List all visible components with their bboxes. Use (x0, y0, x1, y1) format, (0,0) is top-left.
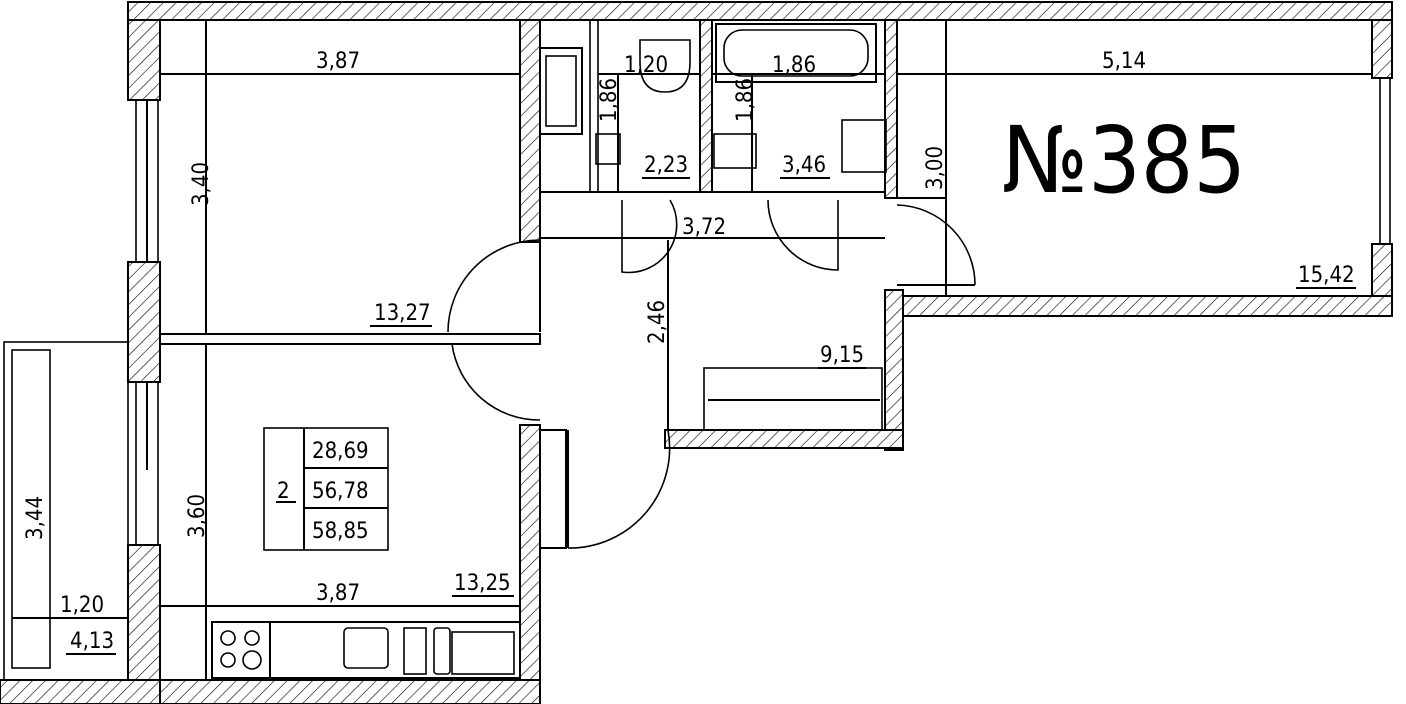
wc-sink-icon (595, 133, 621, 165)
area-living-room: 15,42 (1298, 263, 1355, 288)
kitchen-door-swing (451, 343, 541, 421)
living-door-swing (896, 204, 976, 286)
kitchen-fixtures (211, 621, 521, 679)
bedroom-door-swing (447, 239, 541, 333)
dim-bath-depth: 1,86 (733, 78, 758, 122)
hall-bottom-wall (664, 429, 904, 449)
bath-cabinet (841, 119, 887, 173)
area-kitchen: 13,25 (454, 571, 511, 596)
area-bedroom: 13,27 (374, 301, 431, 326)
dim-kitchen-width: 3,87 (316, 581, 360, 606)
doors (447, 199, 976, 549)
wardrobe (703, 367, 883, 431)
living-bottom-wall (884, 295, 1393, 317)
dim-living-width: 5,14 (1102, 49, 1146, 74)
dim-balcony-width: 1,20 (60, 593, 104, 618)
left-wall-mid (127, 261, 161, 383)
window-living (1379, 77, 1391, 245)
dim-kitchen-depth: 3,60 (185, 494, 210, 538)
kitchen-sink-icon (343, 627, 389, 669)
summary-living-area: 28,69 (312, 439, 369, 464)
wc-bath-partition (699, 19, 713, 193)
bedroom-kitchen-partition (159, 333, 541, 345)
walls (127, 1, 1393, 704)
bedroom-right-wall (519, 19, 541, 243)
entrance-stub (539, 429, 567, 549)
dim-hall-depth: 2,46 (645, 300, 670, 344)
area-balcony: 4,13 (70, 629, 114, 654)
stove-burner-icon (220, 630, 236, 646)
hall-right-wall (884, 289, 904, 451)
summary-total-with-balcony: 58,85 (312, 519, 369, 544)
labels: №385 3,87 3,40 1,20 1,86 1,86 1,86 5,14 … (23, 49, 1355, 654)
bathtub-icon (715, 23, 877, 83)
bath-sink-icon (713, 133, 757, 169)
summary-table-frame (263, 427, 389, 551)
dimension-lines (12, 20, 1372, 680)
kitchen-counter (211, 621, 521, 679)
kitchen-right-wall (519, 424, 541, 681)
area-hallway: 9,15 (820, 343, 864, 368)
balcony-slab (0, 679, 161, 704)
bath-living-partition (884, 19, 898, 199)
fridge-icon (451, 631, 515, 675)
balcony-rail (11, 349, 51, 669)
bottom-wall (127, 679, 541, 704)
hall-wardrobe (703, 367, 883, 431)
dim-wc-width: 1,20 (624, 53, 668, 78)
bath-door-swing (767, 199, 839, 271)
dishwasher-icon (403, 627, 427, 675)
summary-total-area: 56,78 (312, 479, 369, 504)
area-underlines (66, 177, 1356, 655)
balcony (0, 341, 161, 704)
apartment-number: №385 (1002, 107, 1246, 214)
left-wall-upper (127, 19, 161, 101)
top-wall (127, 1, 1393, 21)
washing-machine (539, 47, 583, 135)
summary-table (263, 427, 389, 551)
dim-wc-depth: 1,86 (597, 78, 622, 122)
dim-living-depth: 3,00 (923, 146, 948, 190)
entrance-door-swing (567, 429, 671, 549)
right-wall-upper (1371, 19, 1393, 79)
area-bathroom: 3,46 (782, 153, 826, 178)
fixtures (539, 19, 946, 199)
summary-rooms: 2 (277, 479, 290, 504)
dim-corridor-length: 3,72 (682, 215, 726, 240)
left-wall-lower (127, 544, 161, 681)
dim-bedroom-width: 3,87 (316, 49, 360, 74)
dim-bedroom-depth: 3,40 (189, 162, 214, 206)
dim-bath-width: 1,86 (772, 53, 816, 78)
area-wc: 2,23 (644, 153, 688, 178)
dim-balcony-length: 3,44 (23, 496, 48, 540)
